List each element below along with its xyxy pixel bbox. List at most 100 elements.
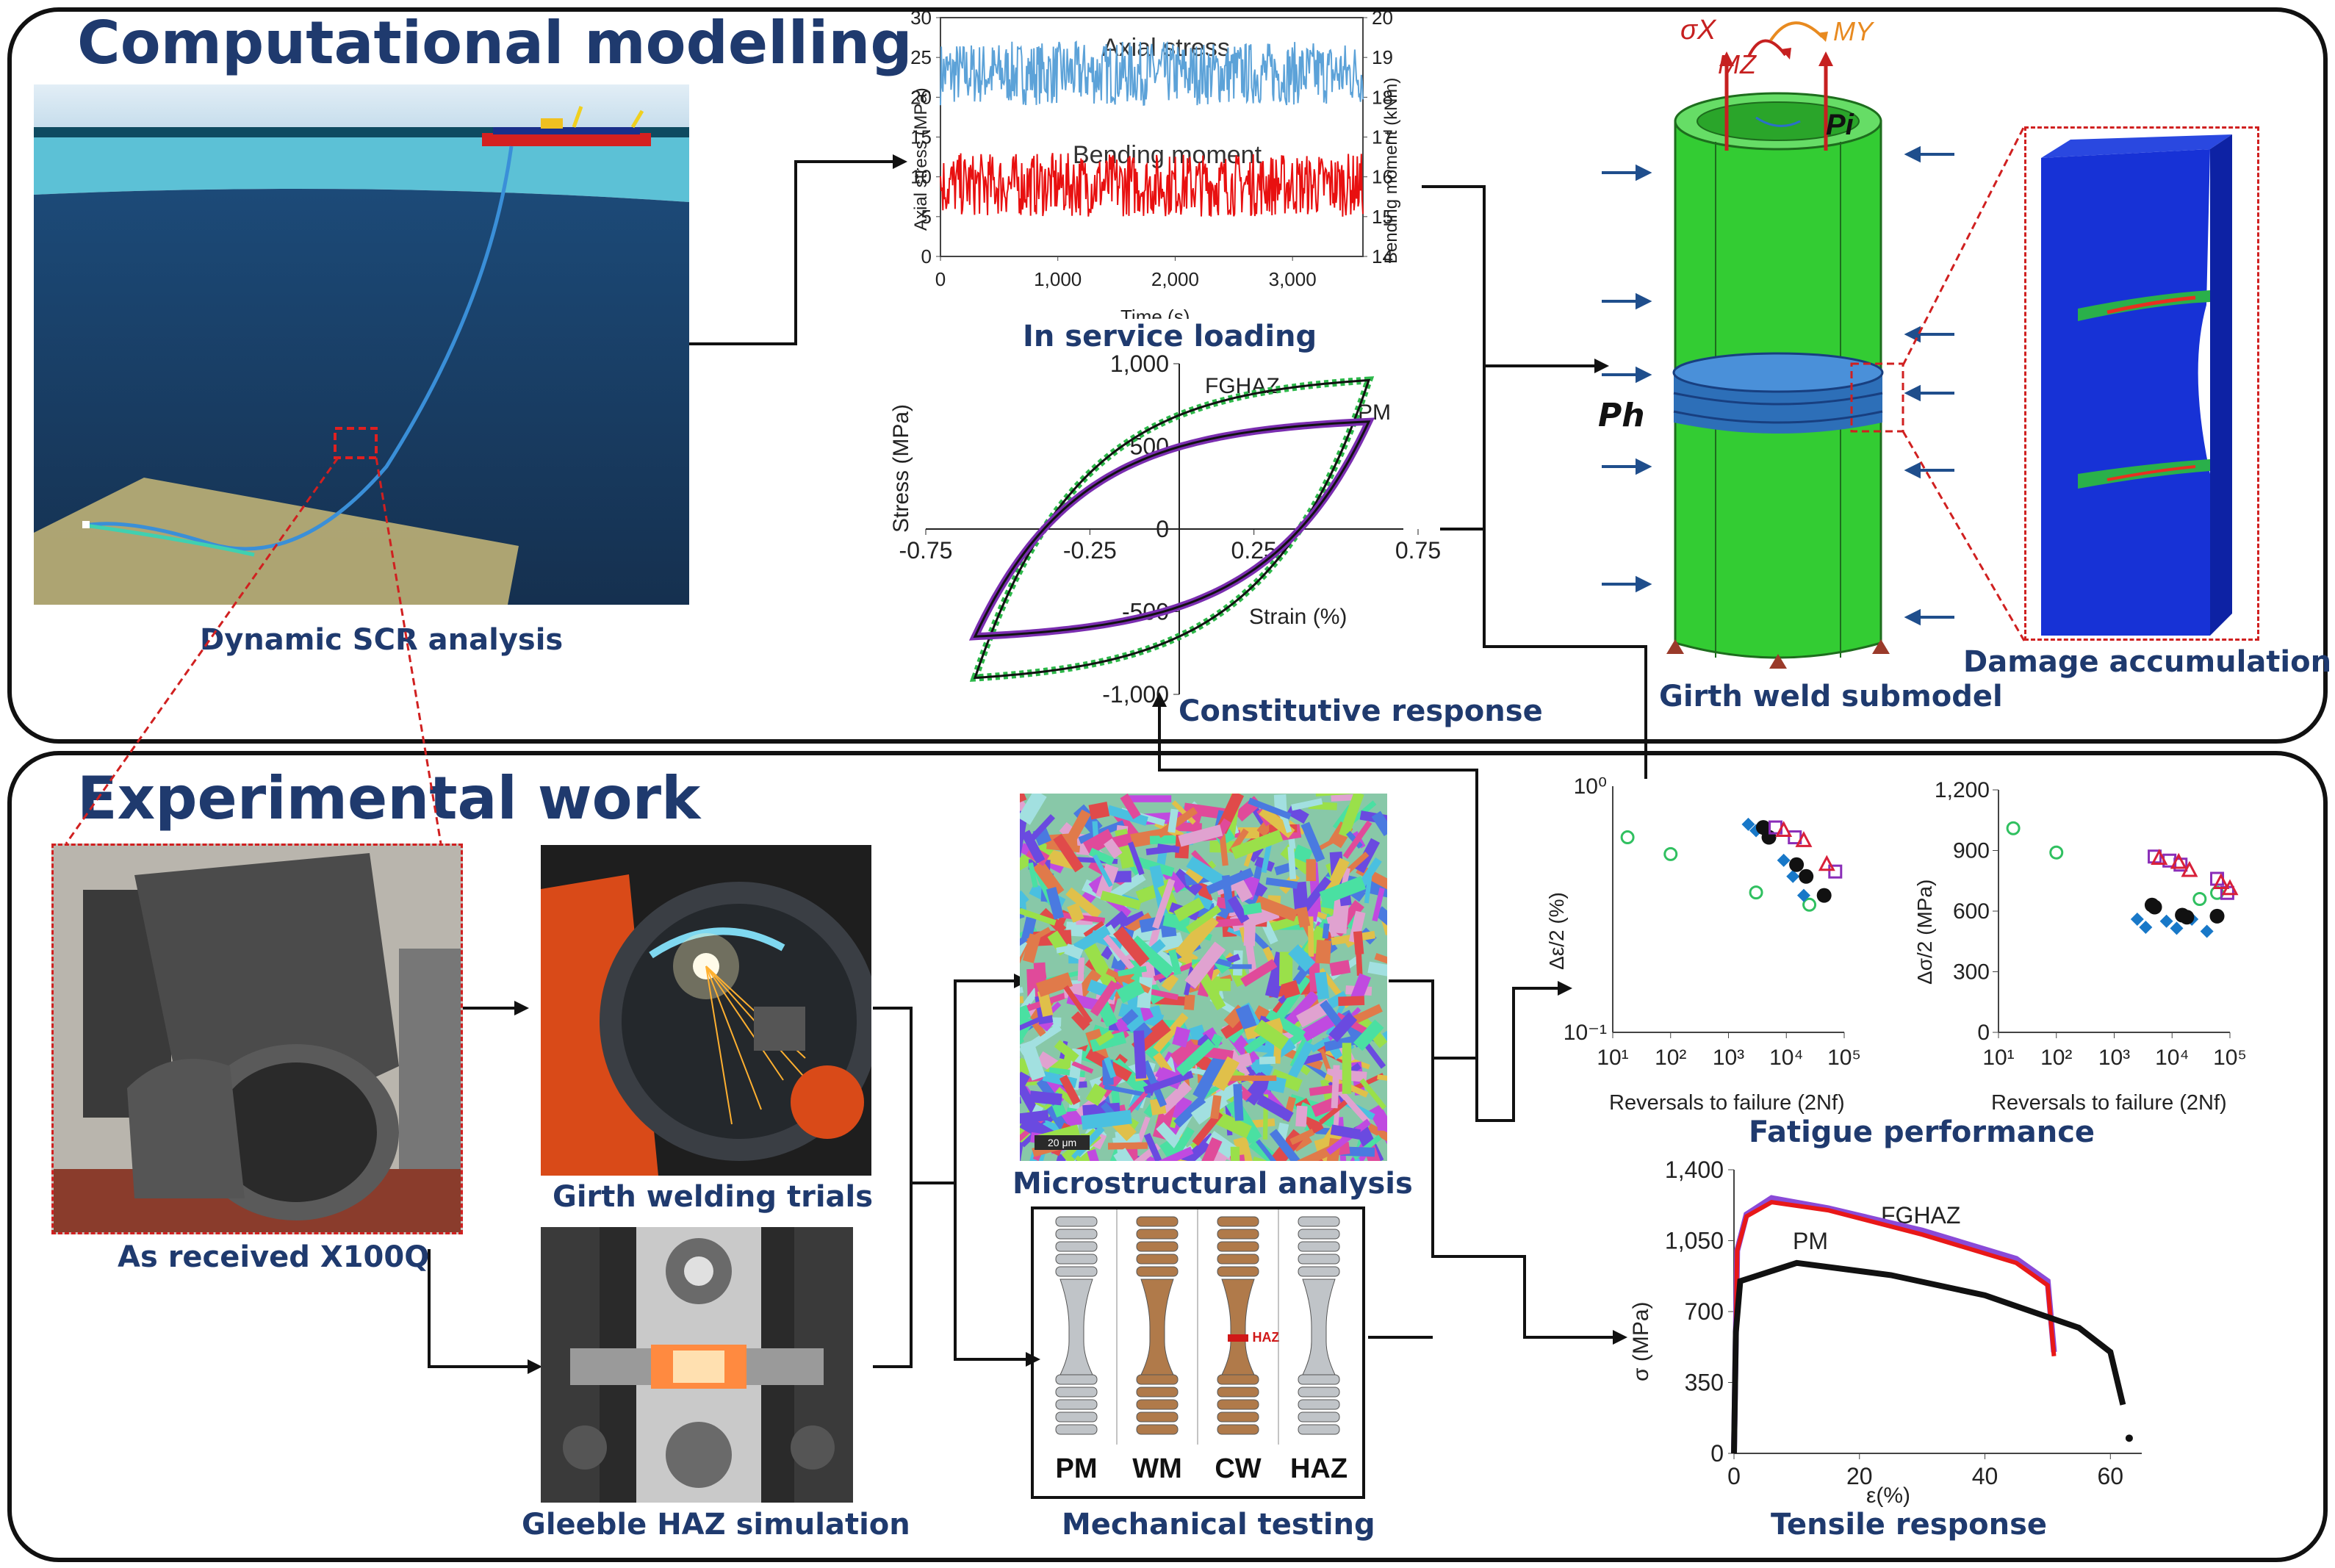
label-mz: MZ [1718, 49, 1757, 79]
ebsd-grain [1307, 916, 1314, 957]
ebsd-grain [1231, 830, 1284, 860]
loading-xtick-label: 1,000 [1034, 268, 1082, 290]
tensile-ytick-label: 0 [1710, 1440, 1724, 1467]
ebsd-grain [1036, 972, 1073, 997]
ebsd-grain [1120, 1143, 1161, 1161]
haz-tag: HAZ [1253, 1330, 1280, 1345]
fatigue-point [1799, 868, 1814, 884]
ebsd-grain [1168, 808, 1179, 833]
loading-series-line [940, 40, 1364, 106]
fatigue-point [1818, 855, 1835, 871]
caption-tensile: Tensile response [1771, 1508, 2048, 1542]
fatigue-xtick-label: 10⁵ [1827, 1046, 1861, 1070]
specimen-thread [1298, 1241, 1340, 1252]
fatigue-point [1663, 846, 1678, 861]
fatigue-point [2049, 845, 2064, 860]
fatigue-point [2192, 892, 2207, 906]
ebsd-grain [1359, 1078, 1387, 1110]
ebsd-grain [1126, 795, 1172, 802]
ebsd-grain [1170, 1126, 1195, 1159]
ebsd-grain [1214, 1111, 1252, 1139]
ebsd-grain [1171, 800, 1196, 825]
fatigue-point [2159, 914, 2173, 928]
ebsd-grain [1265, 877, 1298, 889]
ebsd-grain [1298, 876, 1331, 917]
fatigue-point [1777, 853, 1791, 867]
ebsd-grain [1032, 860, 1065, 898]
loading-y2tick-label: 17 [1372, 126, 1393, 148]
specimen-thread [1055, 1266, 1098, 1277]
ebsd-grain [1150, 988, 1179, 1001]
ebsd-grain [1107, 805, 1148, 827]
ebsd-grain [1315, 940, 1332, 964]
constitutive-fit-0 [973, 378, 1371, 680]
specimen-thread [1136, 1424, 1179, 1435]
ebsd-grain [1071, 1060, 1094, 1074]
ebsd-grain [1020, 890, 1029, 924]
damage-model [2024, 126, 2259, 641]
section-title-computational: Computational modelling [77, 9, 913, 77]
ebsd-grain [1113, 1148, 1140, 1161]
ebsd-grain [1243, 1033, 1269, 1055]
fatigue-ytick-label: 600 [1953, 899, 1990, 924]
constitutive-ytick-label: 1,000 [1110, 350, 1169, 377]
specimen-thread [1055, 1387, 1098, 1398]
ebsd-grain [1156, 1081, 1192, 1115]
ebsd-grain [1201, 1137, 1223, 1161]
ebsd-grain [1133, 1030, 1147, 1079]
section-title-experimental: Experimental work [77, 764, 701, 832]
loading-y2label: Bending moment (kNm) [1381, 78, 1401, 264]
ebsd-grain [1174, 913, 1219, 961]
specimen-thread [1217, 1266, 1259, 1277]
ebsd-grain [1118, 910, 1145, 928]
ebsd-grain [1374, 953, 1387, 969]
ebsd-grain [1112, 926, 1150, 967]
ebsd-grain [1020, 1071, 1031, 1118]
ebsd-grain [1319, 876, 1367, 905]
ebsd-grain [1348, 910, 1366, 943]
tensile-ytick-label: 350 [1685, 1370, 1724, 1396]
specimen-thread [1298, 1387, 1340, 1398]
x100q-photo [51, 844, 463, 1234]
loading-ytick-label: 10 [910, 166, 932, 188]
loading-ytick-label: 15 [910, 126, 932, 148]
specimen-thread [1136, 1229, 1179, 1240]
ebsd-grain [1176, 1038, 1216, 1076]
ebsd-grain [1173, 897, 1205, 922]
ebsd-grain [1178, 824, 1223, 847]
ebsd-grain [1054, 1040, 1079, 1062]
ebsd-grain [1020, 1004, 1032, 1026]
ebsd-grain [1192, 1110, 1223, 1146]
ebsd-grain [1161, 973, 1179, 992]
fatigue-point [2212, 873, 2230, 889]
fatigue-xtick-label: 10¹ [1597, 1046, 1628, 1070]
fatigue-point [1775, 821, 1793, 837]
caption-welding: Girth welding trials [553, 1180, 874, 1214]
specimen-thread [1217, 1254, 1259, 1265]
ebsd-grain [1029, 1090, 1062, 1106]
ebsd-grain [1331, 1065, 1340, 1109]
specimen-thread [1217, 1229, 1259, 1240]
ebsd-grain [1095, 1030, 1115, 1046]
tensile-ytick-label: 1,050 [1665, 1228, 1724, 1254]
fatigue-point [2209, 908, 2225, 924]
gleeble-photo [541, 1227, 853, 1503]
ebsd-grain [1265, 1009, 1306, 1040]
ebsd-grain [1318, 1100, 1348, 1125]
tensile-ytick-label: 1,400 [1665, 1157, 1724, 1183]
ebsd-grain [1335, 1087, 1370, 1124]
ebsd-grain [1233, 1084, 1244, 1121]
fatigue-point [1795, 831, 1813, 847]
ebsd-grain [1073, 924, 1111, 954]
loading-ytick-label: 20 [910, 86, 932, 108]
ebsd-grain [1278, 952, 1293, 987]
specimen-wm [1136, 1216, 1179, 1435]
constitutive-ytick-label: 0 [1156, 516, 1169, 542]
ebsd-grain [1329, 960, 1351, 977]
ebsd-grain [1192, 1051, 1228, 1101]
ebsd-grain [1026, 813, 1056, 844]
ebsd-grain [1331, 794, 1354, 802]
ebsd-grain [1364, 867, 1373, 904]
ebsd-grain [1253, 1019, 1289, 1051]
